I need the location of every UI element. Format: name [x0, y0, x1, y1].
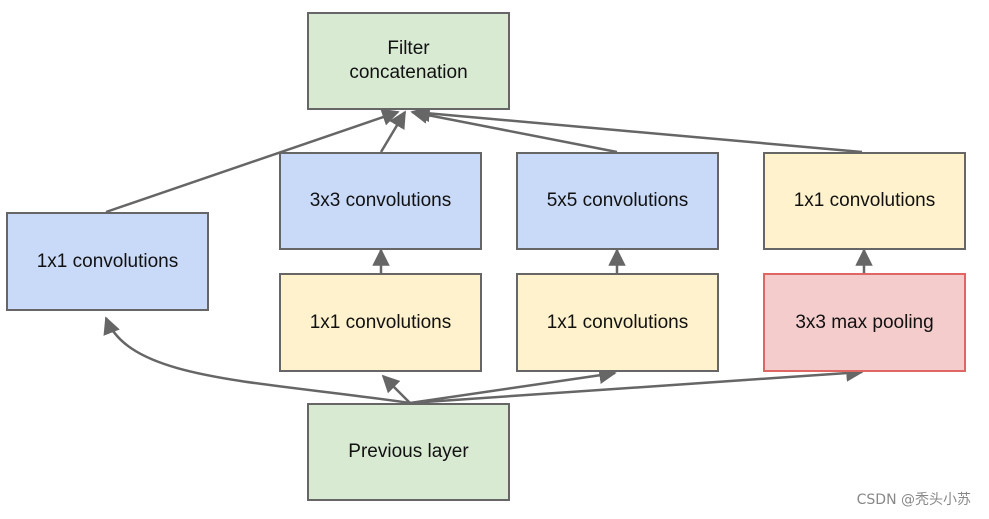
edge-prev-to-maxpool	[409, 364, 864, 405]
conv-1x1-reduce-3x3-node: 1x1 convolutions	[279, 273, 482, 372]
conv-5x5-node: 5x5 convolutions	[516, 152, 719, 250]
max-pooling-3x3-node: 3x3 max pooling	[763, 273, 966, 372]
previous-layer-node: Previous layer	[307, 403, 510, 501]
conv-3x3-node: 3x3 convolutions	[279, 152, 482, 250]
conv-1x1-reduce-5x5-node: 1x1 convolutions	[516, 273, 719, 372]
watermark: CSDN @秃头小苏	[856, 492, 971, 508]
edge-5x5-to-concat	[410, 106, 618, 154]
edge-1x1-left-to-concat	[105, 108, 400, 214]
conv-1x1-left-node: 1x1 convolutions	[6, 212, 209, 311]
edge-pool-proj-to-concat	[412, 104, 863, 154]
conv-1x1-pool-proj-node: 1x1 convolutions	[763, 152, 966, 250]
edge-prev-to-1x1-left	[103, 316, 411, 405]
edge-prev-to-1x1-reduce-5x5	[409, 366, 617, 405]
edge-prev-to-1x1-reduce-3x3	[381, 374, 411, 404]
edge-3x3-to-concat	[379, 110, 407, 153]
filter-concatenation-node: Filter concatenation	[307, 12, 510, 110]
